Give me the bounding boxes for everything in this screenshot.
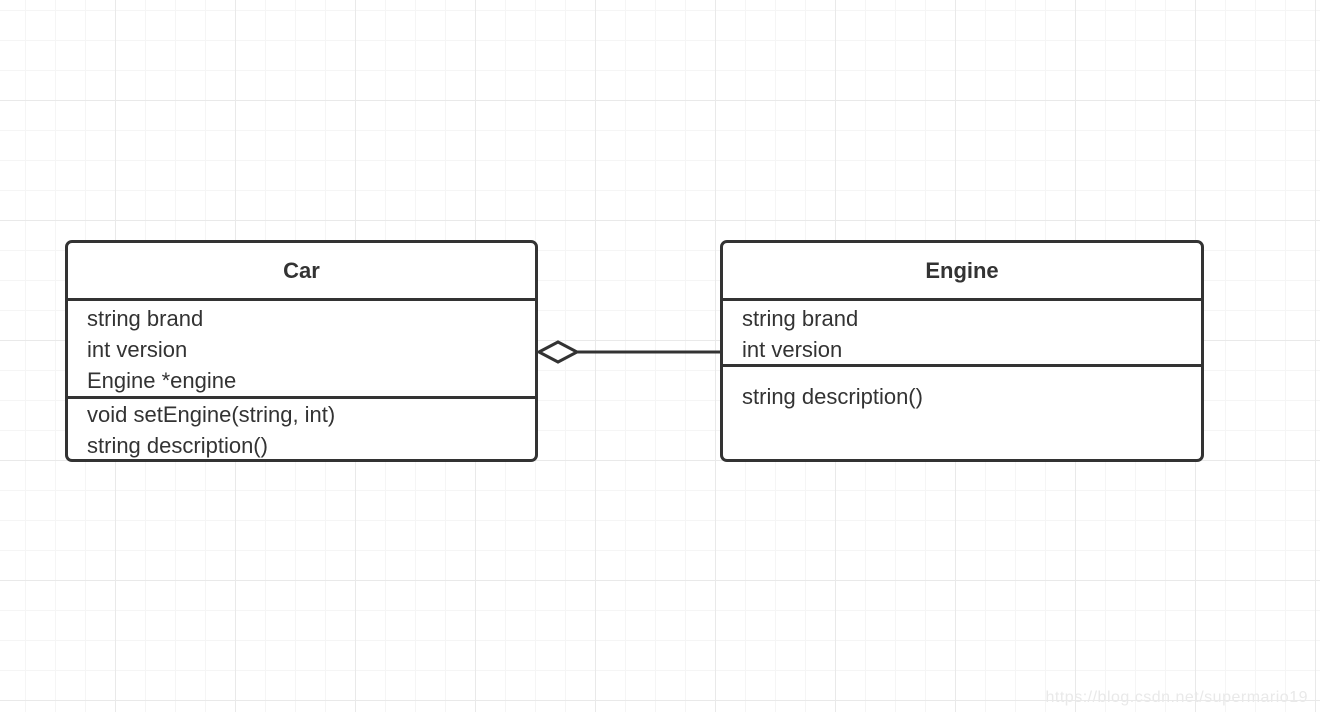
class-title-car: Car — [283, 257, 320, 283]
watermark: https://blog.csdn.net/supermario19 — [1045, 689, 1308, 706]
class-box-car: Car string brand int version Engine *eng… — [65, 240, 538, 462]
attribute: string brand — [87, 306, 204, 331]
class-attributes-engine: string brand int version — [723, 298, 1201, 364]
method: void setEngine(string, int) — [87, 402, 336, 427]
class-attributes-car: string brand int version Engine *engine — [68, 298, 535, 396]
attribute: string brand — [742, 306, 859, 331]
class-methods-engine: string description() — [723, 364, 1201, 459]
class-box-engine: Engine string brand int version string d… — [720, 240, 1204, 462]
attribute: int version — [742, 337, 843, 362]
class-title-engine: Engine — [925, 257, 999, 283]
attribute: Engine *engine — [87, 368, 237, 393]
aggregation-diamond-icon — [535, 340, 581, 364]
class-methods-car: void setEngine(string, int) string descr… — [68, 396, 535, 459]
method: string description() — [742, 384, 923, 409]
aggregation-connector — [535, 340, 720, 364]
method: string description() — [87, 433, 268, 458]
attribute: int version — [87, 337, 188, 362]
